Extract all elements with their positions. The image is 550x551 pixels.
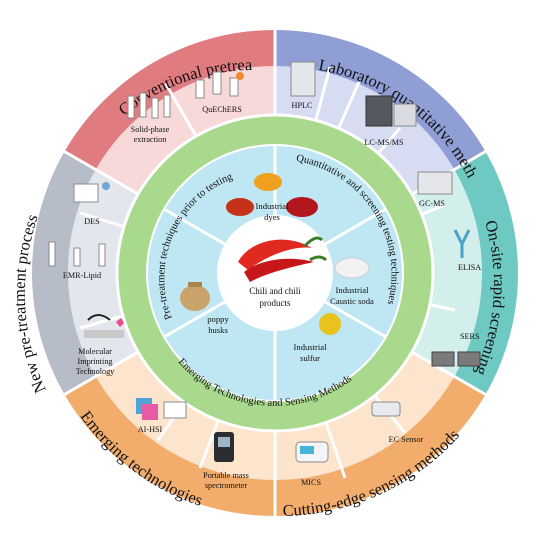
mip-line2: Imprinting xyxy=(77,357,112,366)
chili-pepper-icon xyxy=(238,236,328,282)
center-label-line1: Chili and chili xyxy=(249,286,301,296)
sers-chip-icon xyxy=(431,351,455,367)
mics-label: MICS xyxy=(301,478,321,487)
industrial-sulfur-line2: sulfur xyxy=(300,353,320,363)
ai-hsi-item: AI-HSI xyxy=(136,398,187,434)
des-item: DES xyxy=(73,182,110,226)
industrial-sulfur-item: Industrial sulfur xyxy=(294,313,341,363)
hplc-instrument-icon xyxy=(290,61,316,97)
imprinting-arrow-icon xyxy=(87,314,111,321)
gcms-label: GC-MS xyxy=(419,199,445,208)
poppy-husks-line1: poppy xyxy=(207,314,229,324)
ai-hsi-label: AI-HSI xyxy=(138,425,163,434)
lcmsms-label: LC-MS/MS xyxy=(364,138,404,147)
industrial-sulfur-line1: Industrial xyxy=(294,342,328,352)
quechers-label: QuEChERS xyxy=(202,105,242,114)
gcms-instrument-icon xyxy=(417,171,453,195)
sers-label: SERS xyxy=(460,332,480,341)
poppy-husks-item: poppy husks xyxy=(180,282,229,335)
quechers-item: QuEChERS xyxy=(195,71,244,114)
emr-tube-icon xyxy=(48,241,106,267)
caustic-soda-line1: Industrial xyxy=(336,285,370,295)
portable-ms-item: Portable mass spectrometer xyxy=(203,432,249,490)
sers-item: SERS xyxy=(431,332,481,367)
des-apparatus-icon xyxy=(73,183,99,203)
elisa-label: ELISA xyxy=(458,263,481,272)
mics-item: MICS xyxy=(295,441,329,487)
emr-lipid-label: EMR-Lipid xyxy=(63,271,101,280)
hplc-label: HPLC xyxy=(292,101,313,110)
elisa-item: ELISA xyxy=(453,229,481,272)
poppy-husks-line2: husks xyxy=(208,325,228,335)
mip-line3: Technology xyxy=(76,367,115,376)
industrial-dyes-line2: dyes xyxy=(264,212,280,222)
emr-lipid-item: EMR-Lipid xyxy=(48,241,106,280)
hplc-item: HPLC xyxy=(290,61,316,110)
outer-border xyxy=(30,28,520,518)
caustic-soda-item: Industrial Caustic soda xyxy=(330,257,374,306)
center-circle xyxy=(217,215,333,331)
des-label: DES xyxy=(84,217,100,226)
ec-sensor-item: EC Sensor xyxy=(371,401,424,444)
solid-phase-line1: Solid-phase xyxy=(131,125,170,134)
industrial-dyes-line1: Industrial xyxy=(256,201,290,211)
lcmsms-item: LC-MS/MS xyxy=(364,95,417,147)
portable-ms-line1: Portable mass xyxy=(203,471,249,480)
portable-ms-line2: spectrometer xyxy=(205,481,248,490)
antibody-icon xyxy=(453,229,471,258)
solid-phase-extraction-item: Solid-phase extraction xyxy=(127,92,171,144)
tube-icon xyxy=(195,71,239,99)
gcms-item: GC-MS xyxy=(417,171,453,208)
solid-phase-line2: extraction xyxy=(134,135,167,144)
mip-line1: Molecular xyxy=(78,347,112,356)
lcmsms-instrument-icon xyxy=(365,95,393,127)
mip-item: Molecular Imprinting Technology xyxy=(76,314,124,376)
center-label-line2: products xyxy=(260,298,291,308)
ec-sensor-device-icon xyxy=(371,401,401,417)
cartridge-icon xyxy=(127,92,171,119)
industrial-dyes-item: Industrial dyes xyxy=(226,173,318,222)
ec-sensor-label: EC Sensor xyxy=(389,435,424,444)
caustic-soda-line2: Caustic soda xyxy=(330,296,374,306)
